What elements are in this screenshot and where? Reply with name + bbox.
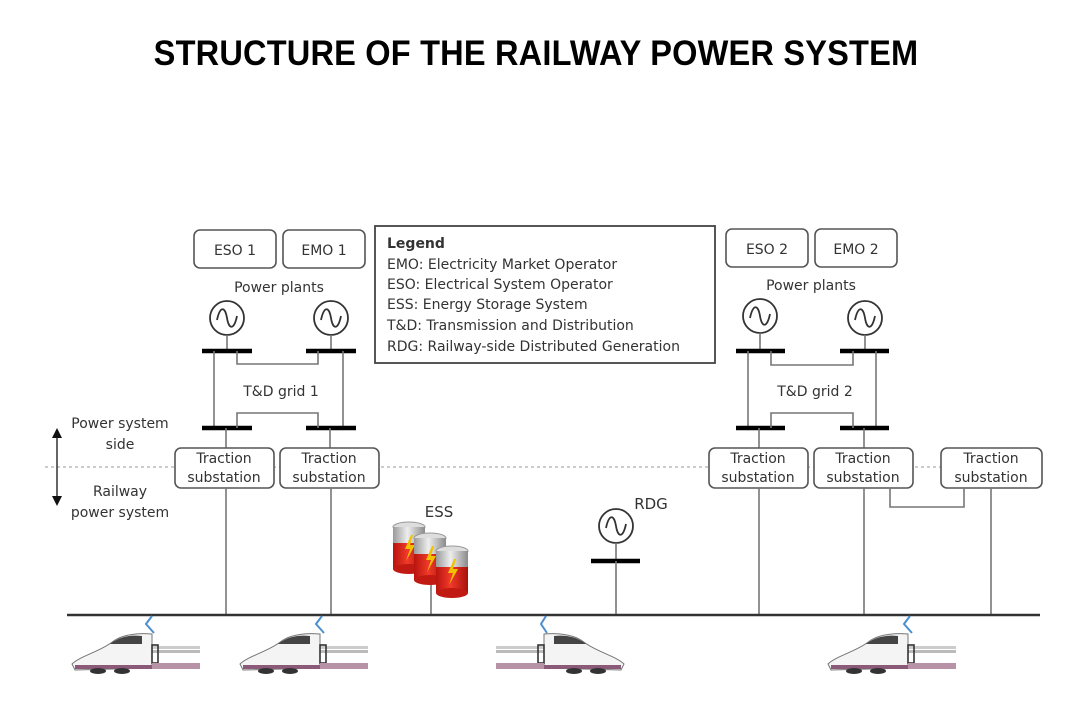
substation-label: Traction xyxy=(195,451,251,467)
substation-label: substation xyxy=(187,470,260,486)
arrow-down-icon xyxy=(52,496,62,506)
substation-label: substation xyxy=(954,470,1027,486)
train-icon xyxy=(239,632,369,675)
legend-entry: EMO: Electricity Market Operator xyxy=(387,257,617,273)
substation-label: Traction xyxy=(962,451,1018,467)
power-plants-label-1: Power plants xyxy=(234,280,324,296)
generator-icon xyxy=(847,300,883,336)
legend-box xyxy=(374,225,716,364)
page-title: STRUCTURE OF THE RAILWAY POWER SYSTEM xyxy=(153,34,919,73)
traction-substation-5: Traction substation xyxy=(940,447,1043,489)
emo1-label: EMO 1 xyxy=(301,243,346,259)
substation-label: Traction xyxy=(300,451,356,467)
td-grid-1 xyxy=(202,300,356,448)
label-power-system-side-2: side xyxy=(106,437,135,453)
label-power-system-side-1: Power system xyxy=(71,416,168,432)
eso1-label: ESO 1 xyxy=(214,243,256,259)
traction-substation-4: Traction substation xyxy=(813,447,914,489)
arrow-up-icon xyxy=(52,428,62,438)
substation-link xyxy=(889,488,965,508)
legend-entry: ESO: Electrical System Operator xyxy=(387,277,613,293)
pantograph-icon xyxy=(144,615,913,634)
traction-substation-2: Traction substation xyxy=(279,447,380,489)
emo2-label: EMO 2 xyxy=(833,242,878,258)
legend-entry: T&D: Transmission and Distribution xyxy=(386,318,634,334)
train-icon xyxy=(495,632,625,675)
train-icon xyxy=(827,632,957,675)
substation-label: substation xyxy=(826,470,899,486)
substation-label: Traction xyxy=(729,451,785,467)
substation-label: substation xyxy=(292,470,365,486)
generator-icon xyxy=(313,300,349,336)
label-railway-power-system-1: Railway xyxy=(93,484,147,500)
train-icon xyxy=(71,632,201,675)
td-grid-2 xyxy=(736,298,889,448)
eso2-label: ESO 2 xyxy=(746,242,788,258)
legend-entry: RDG: Railway-side Distributed Generation xyxy=(387,339,680,355)
traction-substation-1: Traction substation xyxy=(174,447,275,489)
emo1-box xyxy=(282,229,366,269)
generator-icon xyxy=(742,298,778,334)
eso1-box xyxy=(193,229,277,269)
feeder-lines xyxy=(225,488,992,615)
emo2-box xyxy=(814,228,898,268)
substation-label: Traction xyxy=(834,451,890,467)
eso2-box xyxy=(725,228,809,268)
td-grid-1-label: T&D grid 1 xyxy=(242,384,318,400)
generator-icon xyxy=(598,508,634,544)
traction-substation-3: Traction substation xyxy=(708,447,809,489)
label-railway-power-system-2: power system xyxy=(71,505,169,521)
power-plants-label-2: Power plants xyxy=(766,278,856,294)
substation-label: substation xyxy=(721,470,794,486)
td-grid-2-label: T&D grid 2 xyxy=(776,384,852,400)
legend-heading: Legend xyxy=(387,236,445,252)
generator-icon xyxy=(209,300,245,336)
ess-label: ESS xyxy=(425,503,454,521)
rdg-label: RDG xyxy=(634,495,668,513)
legend-entry: ESS: Energy Storage System xyxy=(387,297,588,313)
